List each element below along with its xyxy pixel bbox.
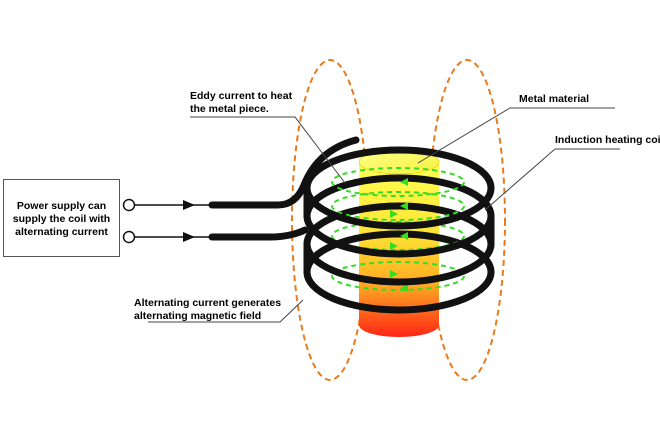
power-terminals	[122, 198, 212, 244]
terminal-bottom	[122, 230, 136, 244]
induction-coil-label: Induction heating coil	[555, 134, 660, 146]
current-arrow-bottom	[183, 232, 195, 242]
eddy-current-label: Eddy current to heat the metal piece.	[190, 90, 293, 115]
eddy-currents	[331, 167, 465, 291]
coil-leads	[208, 136, 360, 241]
current-arrow-top	[183, 200, 195, 210]
power-supply-label: Power supply can supply the coil with al…	[12, 200, 111, 238]
leader-lines	[148, 107, 620, 323]
alternating-field-label: Alternating current generates alternatin…	[134, 297, 282, 322]
coil-back	[303, 146, 495, 276]
eddy-current-arrows	[390, 178, 408, 292]
terminal-top	[122, 198, 136, 212]
coil-front	[303, 184, 495, 314]
power-supply-box: Power supply can supply the coil with al…	[3, 179, 120, 257]
metal-material-label: Metal material	[519, 93, 590, 105]
